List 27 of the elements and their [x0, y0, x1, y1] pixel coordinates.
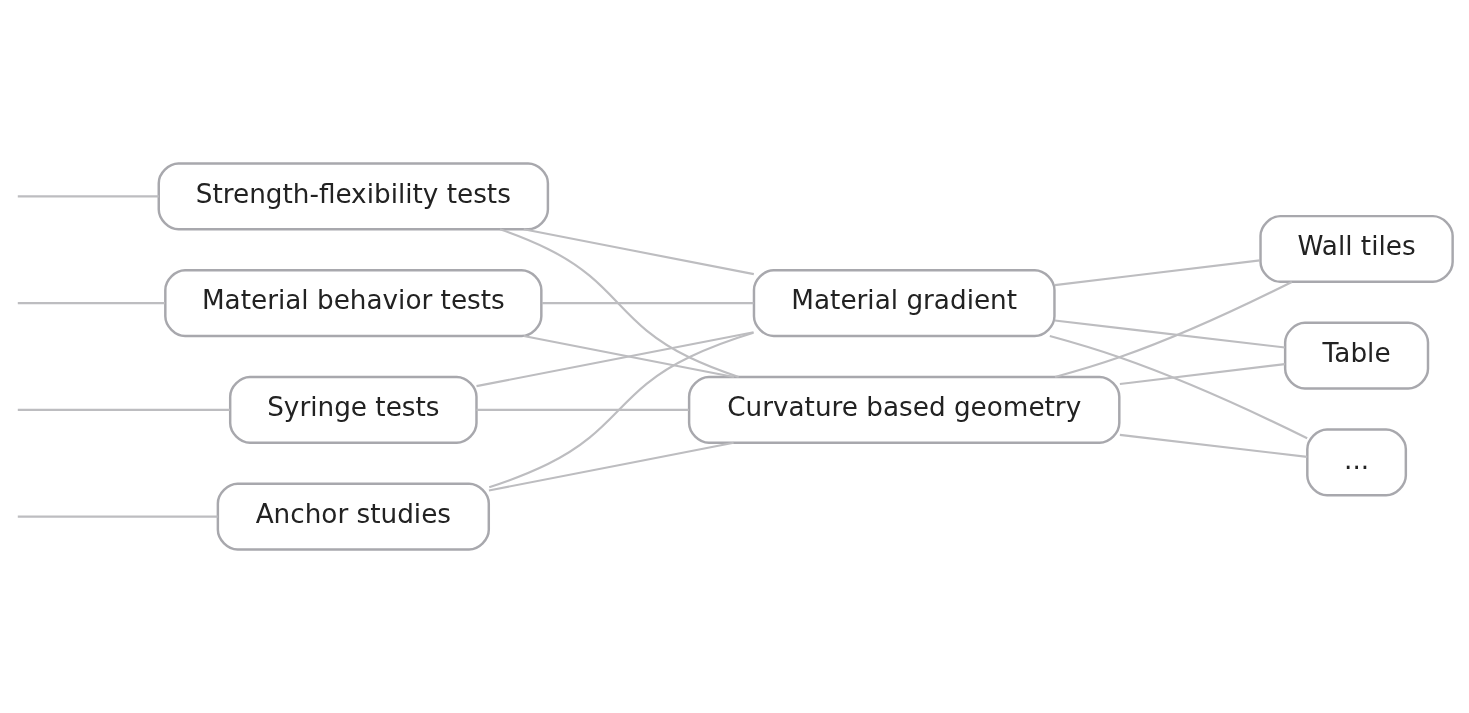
node-box: Material gradient — [752, 269, 1056, 338]
node-box: Syringe tests — [228, 375, 478, 444]
connector — [523, 334, 735, 379]
connector — [499, 228, 740, 378]
node-box: Wall tiles — [1259, 214, 1454, 284]
connector — [523, 228, 755, 276]
connector — [488, 331, 754, 489]
node-box: Material behavior tests — [164, 269, 543, 338]
connector — [1049, 335, 1308, 440]
node-box: Curvature based geometry — [687, 375, 1121, 444]
connector — [476, 331, 754, 388]
connector — [476, 408, 689, 411]
node-box: Anchor studies — [216, 482, 491, 551]
connector — [488, 441, 734, 492]
connector — [1054, 319, 1286, 349]
connector — [1054, 281, 1293, 378]
connector — [17, 515, 218, 518]
connector — [541, 302, 754, 305]
connector — [17, 408, 230, 411]
connector — [17, 302, 165, 305]
node-box: Table — [1283, 321, 1430, 390]
connector — [17, 195, 159, 198]
connector — [1119, 363, 1285, 386]
connector — [1119, 433, 1308, 458]
connector — [1054, 259, 1261, 287]
node-box: Strength-flexibility tests — [157, 162, 550, 231]
node-box: ... — [1306, 428, 1408, 497]
